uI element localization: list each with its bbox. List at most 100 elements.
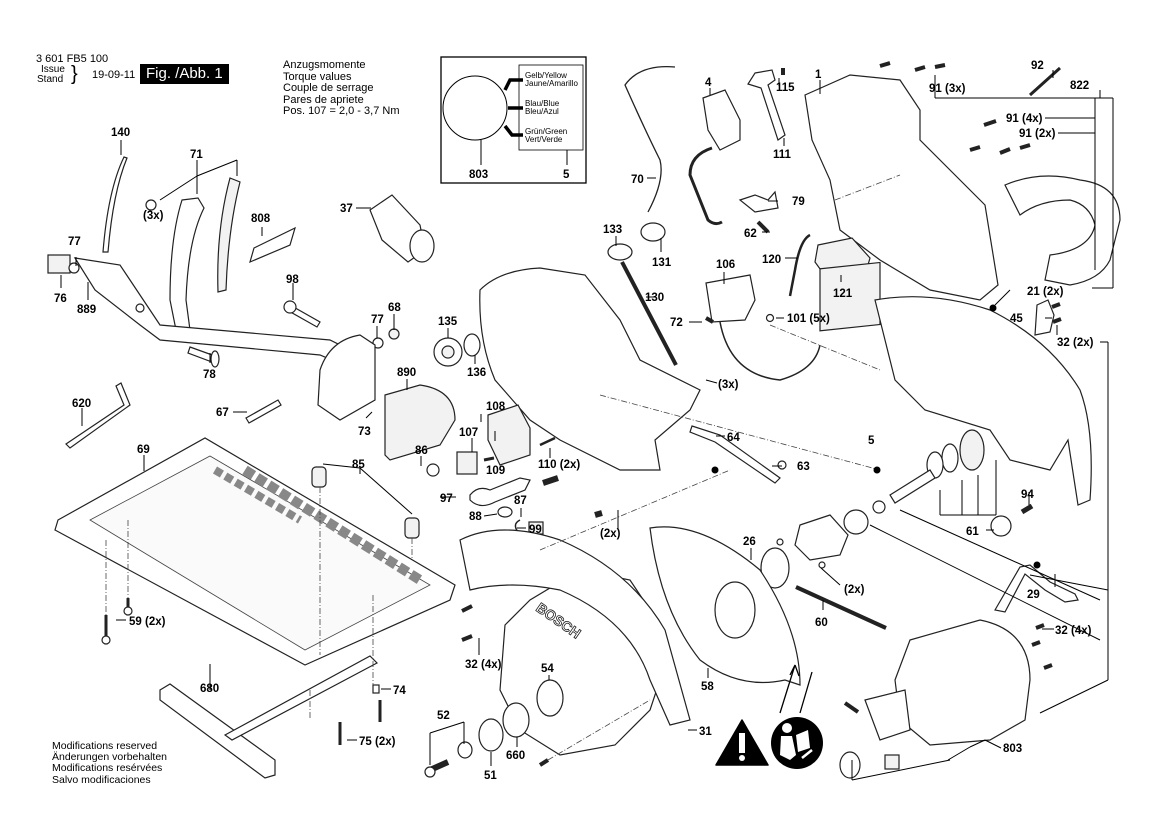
part-upper-blade-guard	[874, 296, 1092, 506]
label-77b: 77	[371, 314, 384, 326]
label-136: 136	[467, 367, 486, 379]
part-68-nut	[388, 328, 400, 340]
wire-yellow-label: Gelb/Yellow	[525, 71, 567, 80]
label-808: 808	[251, 213, 271, 225]
part-o-ring	[839, 751, 861, 779]
label-70: 70	[631, 174, 644, 186]
wire-green-label: Grün/Green	[525, 127, 567, 136]
torque-line: Pares de apriete	[283, 93, 364, 106]
label-1: 1	[815, 69, 822, 81]
part-79-switch-button	[738, 190, 779, 213]
part-74-sleeve	[372, 684, 380, 694]
part-29-cable-guide	[994, 564, 1079, 613]
label-92: 92	[1031, 60, 1044, 72]
wire-blue-label: Blau/Blue	[525, 99, 560, 108]
label-29: 29	[1027, 589, 1040, 601]
label-60: 60	[815, 617, 828, 629]
label-21: 21 (2x)	[1027, 286, 1064, 298]
label-52: 52	[437, 710, 450, 722]
part-71-bracket	[169, 197, 205, 331]
label-68: 68	[388, 302, 401, 314]
part-bearing	[843, 509, 869, 535]
reference-dot	[989, 304, 997, 312]
part-small-washer-2	[135, 303, 145, 313]
part-5-field-coil	[819, 261, 881, 332]
label-32-2x: 32 (2x)	[1057, 337, 1094, 349]
footer-line: Modifications reserved	[52, 740, 158, 752]
part-gear	[959, 429, 985, 471]
label-76: 76	[54, 293, 67, 305]
label-37: 37	[340, 203, 353, 215]
label-67: 67	[216, 407, 229, 419]
part-131-switch	[640, 222, 666, 242]
stand-label: Stand	[37, 74, 64, 85]
torque-line: Anzugsmomente	[283, 59, 366, 71]
label-115: 115	[776, 82, 795, 94]
issue-date: 19-09-11	[92, 69, 136, 81]
part-70-wire	[624, 65, 676, 213]
read-manual-icon	[771, 717, 823, 769]
part-bearing-flange	[794, 514, 849, 561]
inset-label-803: 803	[469, 169, 488, 181]
part-59-screw	[101, 635, 111, 645]
label-135: 135	[438, 316, 458, 328]
torque-line: Couple de serrage	[283, 82, 374, 94]
label-108: 108	[486, 401, 506, 413]
label-77: 77	[68, 236, 81, 248]
label-101: 101 (5x)	[787, 313, 830, 325]
label-5: 5	[868, 435, 875, 447]
label-54: 54	[541, 663, 554, 675]
label-109: 109	[486, 465, 505, 477]
part-77-bushing	[68, 262, 80, 274]
issue-stand-label: Issue Stand	[37, 65, 65, 85]
part-upper-guard-31	[459, 529, 691, 726]
part-small-washer	[145, 199, 157, 211]
part-85-bushing	[311, 466, 327, 488]
label-822: 822	[1070, 80, 1089, 92]
part-51-flange	[478, 718, 504, 752]
part-number: 3 601 FB5 100	[36, 53, 109, 65]
part-130-cable	[620, 261, 678, 366]
label-3x-b: (3x)	[718, 379, 739, 391]
part-107-carbon-brush	[456, 451, 478, 475]
part-680-parallel-guide	[159, 683, 276, 779]
part-45-bracket	[1034, 299, 1055, 336]
part-109-spring	[483, 456, 495, 462]
label-69: 69	[137, 444, 150, 456]
label-88: 88	[469, 511, 482, 523]
label-111: 111	[773, 149, 792, 161]
label-106: 106	[716, 259, 735, 271]
part-spring	[843, 701, 860, 714]
part-1-handle-housing	[804, 74, 999, 301]
part-660-flange	[502, 702, 530, 738]
label-45: 45	[1010, 313, 1023, 325]
label-98: 98	[286, 274, 299, 286]
part-91-screws	[879, 61, 1062, 670]
label-130: 130	[645, 292, 664, 304]
wire-yellow-label-2: Jaune/Amarillo	[525, 79, 578, 88]
part-97-lever	[469, 477, 531, 507]
leader-lines	[60, 70, 1114, 781]
label-91-2x: 91 (2x)	[1019, 128, 1056, 140]
label-58: 58	[701, 681, 714, 693]
label-73: 73	[358, 426, 371, 438]
part-63-screw	[777, 460, 787, 470]
reference-dot	[1033, 561, 1041, 569]
part-60-pin	[795, 585, 887, 630]
label-91-4x: 91 (4x)	[1006, 113, 1043, 125]
part-86-washer	[426, 463, 440, 477]
label-59: 59 (2x)	[129, 616, 166, 628]
label-110: 110 (2x)	[538, 459, 580, 471]
label-32-4x: 32 (4x)	[465, 659, 502, 671]
part-72-spring	[705, 316, 714, 324]
label-62: 62	[744, 228, 757, 240]
label-3x: (3x)	[143, 210, 164, 222]
label-99: 99	[529, 524, 542, 536]
part-108-brush-holder	[487, 404, 531, 466]
label-26: 26	[743, 536, 756, 548]
part-retaining-ring	[941, 443, 959, 473]
part-26-seal-ring	[760, 547, 790, 589]
part-54-ring	[536, 679, 564, 717]
label-107: 107	[459, 427, 478, 439]
label-74: 74	[393, 685, 406, 697]
